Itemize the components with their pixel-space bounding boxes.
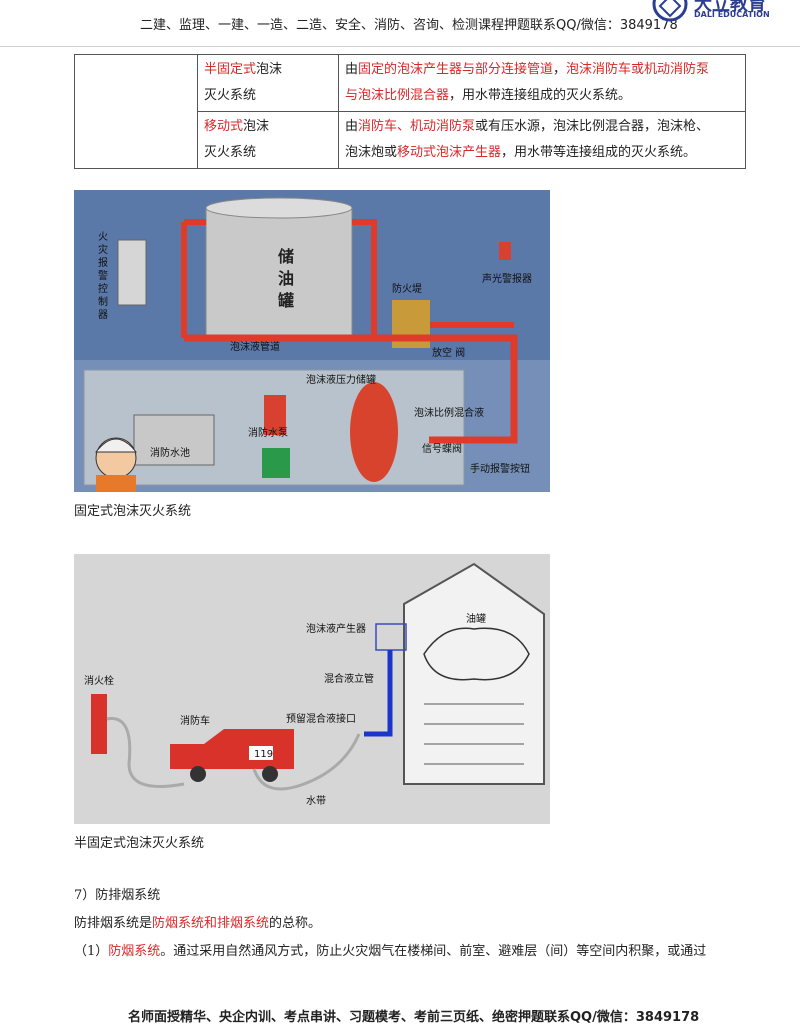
desc-text: ，用水带等连接组成的灭火系统。 [501,145,697,160]
desc-red: 移动式泡沫产生器 [397,145,502,160]
desc-text: ，用水带连接组成的灭火系统。 [449,88,632,103]
name-line2: 灭火系统 [204,88,257,103]
table-row: 半固定式泡沫 灭火系统 由固定的泡沫产生器与部分连接管道，泡沫消防车或机动消防泵… [74,54,746,169]
logo: 大立教育 DALI EDUCATION [650,0,790,22]
name-rest: 泡沫 [256,62,283,77]
pool-label: 消防水池 [150,446,190,459]
fixed-foam-system-figure: 火 灾 报 警 控 制 器 储 油 罐 防火堤 声光警报器 泡沫液管道 放空 阀… [74,190,550,492]
paragraph-1: 防排烟系统是防烟系统和排烟系统的总称。 [74,912,321,931]
desc-red: 与泡沫比例混合器 [345,88,450,103]
table-cell-desc: 由固定的泡沫产生器与部分连接管道，泡沫消防车或机动消防泵 与泡沫比例混合器，用水… [338,54,746,112]
tank-label-char: 储 [277,247,294,266]
alarm-controller-label-char: 器 [98,309,108,321]
tank-label-char: 油 [278,269,294,288]
riser-label: 混合液立管 [324,672,374,685]
desc-text: ， [553,62,567,77]
figure2-caption: 半固定式泡沫灭火系统 [74,836,205,851]
table-cell-name: 移动式泡沫 灭火系统 [197,111,339,169]
name-red: 移动式 [204,119,244,134]
paragraph-2: （1）防烟系统。通过采用自然通风方式，防止火灾烟气在楼梯间、前室、避难层（间）等… [74,940,706,959]
oil-tank-label: 油罐 [466,612,486,625]
table-cell-name: 半固定式泡沫 灭火系统 [197,54,339,112]
vent-valve-label: 放空 阀 [432,346,465,359]
semi-fixed-foam-system-figure: 泡沫液产生器 油罐 混合液立管 消火栓 消防车 预留混合液接口 水带 119 [74,554,550,824]
foam-pipe-label: 泡沫液管道 [230,340,280,353]
para-text: （1） [74,944,109,959]
hydrant-label: 消火栓 [84,674,114,687]
table-row: 移动式泡沫 灭火系统 由消防车、机动消防泵或有压水源，泡沫比例混合器，泡沫枪、 … [75,111,746,169]
footer-text: 名师面授精华、央企内训、考点串讲、习题模考、考前三页纸、绝密押题联系QQ/微信：… [128,1010,700,1025]
signal-valve-label: 信号蝶阀 [422,442,462,455]
desc-red: 固定的泡沫产生器与部分连接管道 [358,62,554,77]
truck-number: 119 [254,749,273,760]
logo-icon [652,0,688,22]
para-text: 的总称。 [269,916,322,931]
desc-text: 由 [345,62,359,77]
name-rest: 泡沫 [243,119,270,134]
logo-en: DALI EDUCATION [694,10,770,19]
manual-button-label: 手动报警按钮 [470,462,530,475]
alarm-controller-label-char: 报 [98,256,108,269]
connector-label: 预留混合液接口 [286,712,356,725]
section-heading: 7）防排烟系统 [74,888,161,903]
header-text: 二建、监理、一建、一造、二造、安全、消防、咨询、检测课程押题联系QQ/微信：38… [140,18,678,33]
fire-truck-label: 消防车 [180,714,210,727]
para-red: 防烟系统 [108,944,161,959]
name-red: 半固定式 [204,62,257,77]
para-text: 。通过采用自然通风方式，防止火灾烟气在楼梯间、前室、避难层（间）等空间内积聚，或… [160,944,707,959]
desc-text: 泡沫炮或 [345,145,398,160]
figure1-caption: 固定式泡沫灭火系统 [74,504,192,519]
figure2-labels: 泡沫液产生器 油罐 混合液立管 消火栓 消防车 预留混合液接口 水带 119 [84,612,486,807]
desc-text: 由 [345,119,359,134]
generator-label: 泡沫液产生器 [306,622,366,635]
alarm-controller-label-char: 控 [98,282,108,295]
mixer-liquid-label: 泡沫比例混合液 [414,406,484,419]
page-header: 二建、监理、一建、一造、二造、安全、消防、咨询、检测课程押题联系QQ/微信：38… [0,0,800,47]
pressure-tank-label: 泡沫液压力储罐 [306,373,376,386]
table-cell-empty [74,54,198,169]
desc-red: 消防车、机动消防泵 [358,119,476,134]
logo-name: 大立教育 [694,0,766,15]
alarm-label: 声光警报器 [482,272,532,285]
desc-text: 或有压水源，泡沫比例混合器，泡沫枪、 [475,119,710,134]
name-line2: 灭火系统 [204,145,257,160]
alarm-controller-label-char: 制 [98,295,108,308]
alarm-controller-label-char: 火 [98,231,108,243]
alarm-controller-label-char: 灾 [98,243,108,256]
tank-label-char: 罐 [277,291,294,310]
pump-label: 消防水泵 [248,426,288,439]
dike-label: 防火堤 [392,282,422,295]
figure1-labels: 火 灾 报 警 控 制 器 储 油 罐 防火堤 声光警报器 泡沫液管道 放空 阀… [98,231,532,475]
alarm-controller-label-char: 警 [98,269,108,282]
para-text: 防排烟系统是 [74,916,153,931]
table-cell-desc: 由消防车、机动消防泵或有压水源，泡沫比例混合器，泡沫枪、 泡沫炮或移动式泡沫产生… [338,111,746,169]
desc-red: 泡沫消防车或机动消防泵 [566,62,710,77]
hose-label: 水带 [306,795,326,807]
para-red: 防烟系统和排烟系统 [152,916,270,931]
system-table: 半固定式泡沫 灭火系统 由固定的泡沫产生器与部分连接管道，泡沫消防车或机动消防泵… [74,54,746,169]
